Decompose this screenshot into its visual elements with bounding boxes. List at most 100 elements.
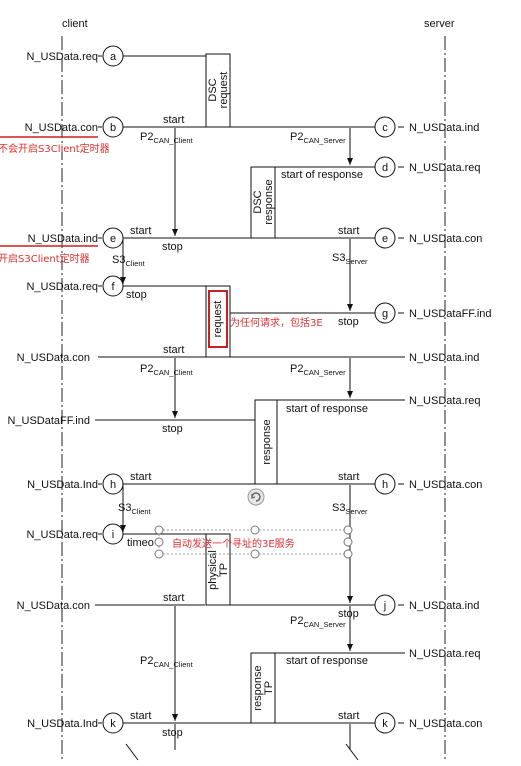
client-label-con2: N_USData.con <box>17 352 90 364</box>
node-b: b <box>102 116 124 138</box>
client-label-i: N_USData.req <box>26 529 98 541</box>
node-circle <box>102 275 124 297</box>
node-letter: k <box>110 718 116 730</box>
request-label: request <box>212 301 224 338</box>
selection-handle[interactable] <box>343 525 353 535</box>
node-circle <box>102 227 124 249</box>
node-c: c <box>374 116 396 138</box>
node-circle <box>374 227 396 249</box>
node-circle <box>374 712 396 734</box>
client-label-e: N_USData.ind <box>28 233 98 245</box>
physical-tp-label: physicalTP <box>207 550 230 590</box>
p2-client-label-3: P2CAN_Client <box>140 655 194 669</box>
node-h: h <box>102 473 124 495</box>
client-label-h: N_USData.Ind <box>27 479 98 491</box>
stop-label-6: stop <box>162 727 183 739</box>
stop-label-5: stop <box>338 608 359 620</box>
node-k: k <box>102 712 124 734</box>
rotate-handle-icon[interactable] <box>247 488 265 506</box>
response-tp-label: responseTP <box>252 665 275 710</box>
node-letter: h <box>382 479 388 491</box>
node-letter: j <box>383 600 386 612</box>
server-label-c: N_USData.ind <box>409 122 479 134</box>
request-highlight <box>208 290 228 348</box>
selection-handle[interactable] <box>154 537 164 547</box>
node-letter: g <box>382 308 388 320</box>
start-of-response-3: start of response <box>286 655 368 667</box>
p2-client-label-1: P2CAN_Client <box>140 131 194 145</box>
annotation-start-s3: 开启S3Client定时器 <box>0 252 90 265</box>
response-box <box>254 399 278 485</box>
selection-handle[interactable] <box>154 549 164 559</box>
start-label-8: start <box>130 710 151 722</box>
start-label-3: start <box>338 225 359 237</box>
node-letter: e <box>382 233 388 245</box>
dsc-request-box <box>205 53 231 128</box>
node-letter: c <box>382 122 388 134</box>
node-d: d <box>374 156 396 178</box>
node-k: k <box>374 712 396 734</box>
node-circle <box>102 473 124 495</box>
start-label-6: start <box>338 471 359 483</box>
server-label-ind2: N_USData.ind <box>409 352 479 364</box>
node-circle <box>374 156 396 178</box>
server-header: server <box>424 18 455 30</box>
dsc-response-label: DSCresponse <box>252 179 275 224</box>
selection-handle[interactable] <box>154 525 164 535</box>
node-a: a <box>102 45 124 67</box>
server-label-k: N_USData.con <box>409 718 482 730</box>
node-letter: k <box>382 718 388 730</box>
response-tp-box <box>250 652 276 724</box>
node-letter: i <box>112 529 114 541</box>
server-label-h: N_USData.con <box>409 479 482 491</box>
server-label-req2: N_USData.req <box>409 395 481 407</box>
node-circle <box>102 523 124 545</box>
client-label-con3: N_USData.con <box>17 600 90 612</box>
stop-label-4: stop <box>162 423 183 435</box>
selection-handle[interactable] <box>250 525 260 535</box>
client-label-k: N_USData.Ind <box>27 718 98 730</box>
start-label-4: start <box>163 344 184 356</box>
start-of-response-2: start of response <box>286 403 368 415</box>
node-h: h <box>374 473 396 495</box>
s3-server-label-2: S3Server <box>332 502 368 516</box>
stop-label-2: stop <box>126 289 147 301</box>
server-label-j: N_USData.ind <box>409 600 479 612</box>
selection-handle[interactable] <box>250 549 260 559</box>
node-letter: d <box>382 162 388 174</box>
p2-server-label-3: P2CAN_Server <box>290 615 346 629</box>
node-circle <box>102 45 124 67</box>
node-e: e <box>374 227 396 249</box>
selection-handle[interactable] <box>343 537 353 547</box>
node-letter: f <box>111 281 115 293</box>
start-label-5: start <box>130 471 151 483</box>
server-label-req3: N_USData.req <box>409 648 481 660</box>
p2-client-label-2: P2CAN_Client <box>140 363 194 377</box>
client-label-f: N_USData.req <box>26 281 98 293</box>
node-g: g <box>374 302 396 324</box>
client-label-a: N_USData.req <box>26 51 98 63</box>
node-circle <box>102 116 124 138</box>
stop-label-1: stop <box>162 241 183 253</box>
node-circle <box>374 302 396 324</box>
node-circle <box>374 594 396 616</box>
break-mark-left <box>125 743 139 761</box>
s3-client-label-1: S3Client <box>112 254 146 268</box>
client-header: client <box>62 18 88 30</box>
server-label-g: N_USDataFF.ind <box>409 308 492 320</box>
client-label-b: N_USData.con <box>25 122 98 134</box>
node-e: e <box>102 227 124 249</box>
dsc-request-label: DSCrequest <box>207 72 230 109</box>
stop-label-3: stop <box>338 316 359 328</box>
p2-server-label-1: P2CAN_Server <box>290 131 346 145</box>
node-letter: a <box>110 51 117 63</box>
response-label: response <box>261 419 273 464</box>
physical-tp-box <box>205 533 231 606</box>
annotation-auto-send: 自动发送一个寻址的3E服务 <box>172 537 295 550</box>
selection-handle[interactable] <box>343 549 353 559</box>
timeout-label: timeo <box>127 537 154 549</box>
selection-handles[interactable] <box>154 525 353 559</box>
node-letter: e <box>110 233 116 245</box>
node-f: f <box>102 275 124 297</box>
